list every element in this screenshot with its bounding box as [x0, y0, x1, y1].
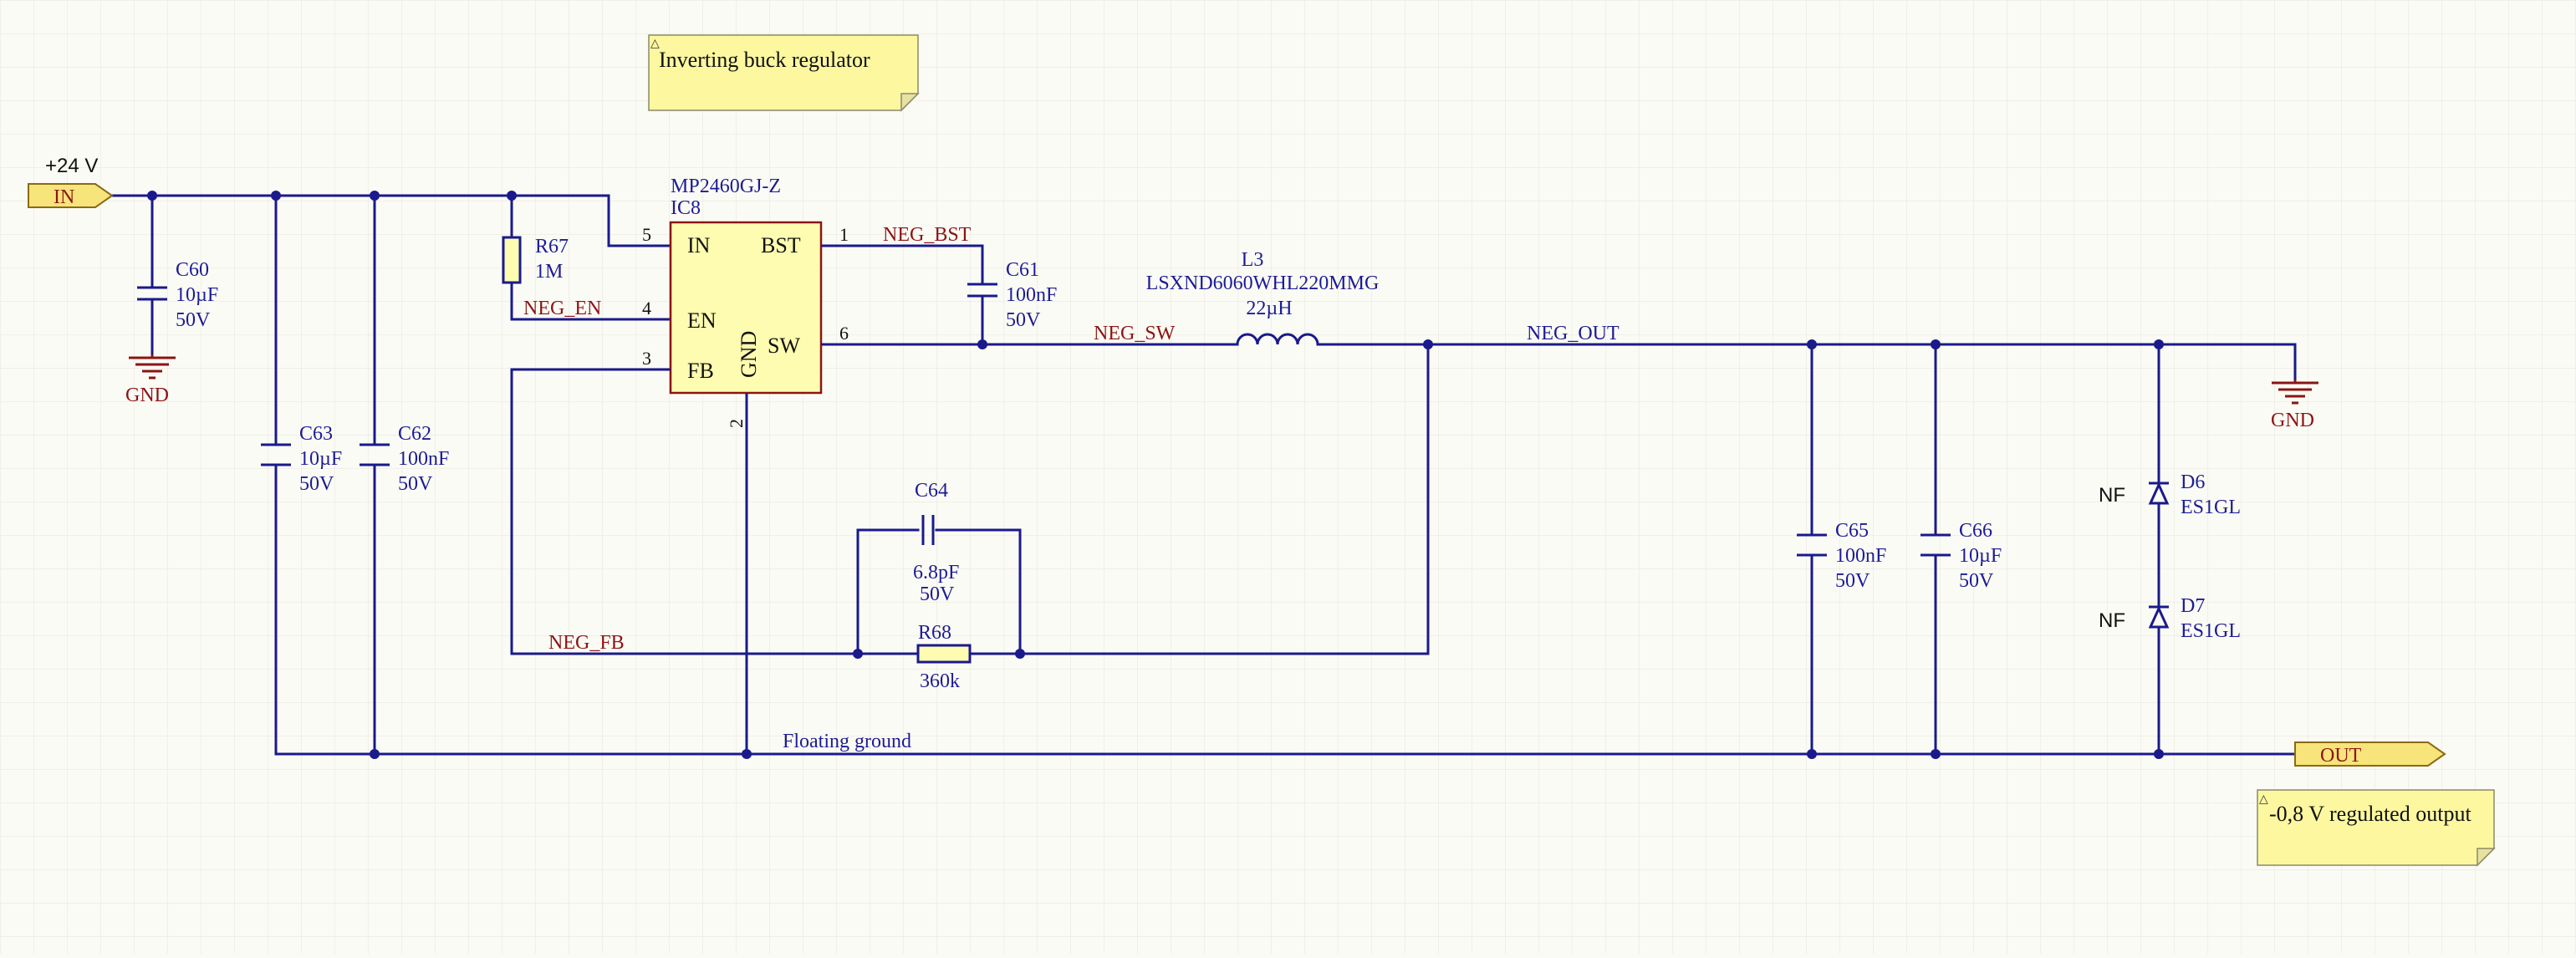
c66-value: 10µF [1959, 545, 2002, 567]
note-title-text: Inverting buck regulator [659, 48, 870, 72]
c64-ref: C64 [915, 480, 948, 502]
capacitor-c65[interactable]: C65 100nF 50V [1797, 520, 1886, 592]
wires [110, 194, 2297, 756]
ic-pin-bst-num: 1 [839, 224, 849, 245]
c61-value: 100nF [1006, 284, 1057, 306]
net-neg-bst: NEG_BST [883, 224, 972, 246]
ic-pin-fb-name: FB [687, 359, 714, 383]
ic-mp2460[interactable]: MP2460GJ-Z IC8 IN EN FB BST SW GND 5 4 3… [629, 176, 870, 435]
gnd-symbol-left[interactable]: GND [125, 354, 176, 406]
ic-pin-sw-num: 6 [839, 323, 849, 344]
diode-d6[interactable]: NF D6 ES1GL [2099, 471, 2241, 518]
d7-ref: D7 [2181, 595, 2205, 617]
gnd-symbol-right[interactable]: GND [2271, 380, 2318, 431]
l3-value: 22µH [1246, 298, 1292, 319]
l3-ref: L3 [1242, 249, 1264, 271]
r67-value: 1M [535, 261, 563, 283]
wire-fb-left [510, 368, 920, 655]
c63-rating: 50V [299, 473, 334, 495]
net-neg-fb: NEG_FB [548, 632, 625, 654]
ic-pin-in-name: IN [687, 233, 711, 257]
c65-rating: 50V [1835, 570, 1870, 592]
c60-value: 10µF [176, 284, 218, 306]
d6-part: ES1GL [2181, 497, 2241, 518]
diode-d7[interactable]: NF D7 ES1GL [2099, 595, 2241, 642]
ic-pin-in-num: 5 [642, 224, 651, 245]
net-neg-out: NEG_OUT [1527, 323, 1620, 344]
net-labels: NEG_BST NEG_EN NEG_SW NEG_OUT NEG_FB Flo… [523, 224, 1620, 752]
net-floating-ground: Floating ground [783, 731, 911, 752]
wire-bst [819, 244, 984, 286]
c60-ref: C60 [176, 259, 209, 281]
note-title[interactable]: △ Inverting buck regulator [648, 34, 920, 112]
net-neg-en: NEG_EN [523, 298, 601, 319]
d7-part: ES1GL [2181, 620, 2241, 642]
resistor-r68[interactable]: R68 360k [916, 622, 1022, 692]
note-output[interactable]: △ -0,8 V regulated output [2257, 789, 2496, 867]
d6-nf: NF [2099, 484, 2125, 507]
wire-vin-rail [110, 194, 672, 247]
ic-designator: IC8 [671, 197, 701, 219]
ic-body [669, 221, 823, 395]
capacitor-c62[interactable]: C62 100nF 50V [360, 423, 449, 495]
c63-ref: C63 [299, 423, 333, 445]
port-out[interactable]: OUT [2294, 741, 2446, 767]
ic-pin-fb-num: 3 [642, 348, 651, 369]
note-corner-icon: △ [2259, 793, 2268, 806]
ic-pin-gnd-name: GND [737, 331, 761, 378]
l3-part: LSXND6060WHL220MMG [1146, 273, 1380, 294]
c66-ref: C66 [1959, 520, 1992, 542]
wire-c64-right [935, 528, 1022, 655]
capacitor-c60[interactable]: C60 10µF 50V [137, 259, 218, 331]
c64-rating: 50V [920, 583, 955, 605]
resistor-r67[interactable]: R67 1M [502, 236, 569, 284]
wire-c64-left [856, 528, 920, 655]
ic-pin-en-num: 4 [642, 298, 651, 318]
ic-pin-bst-name: BST [761, 233, 801, 257]
capacitor-c61[interactable]: C61 100nF 50V [967, 259, 1057, 331]
c61-rating: 50V [1006, 309, 1041, 331]
inductor-l3[interactable]: L3 LSXND6060WHL220MMG 22µH [1146, 249, 1380, 345]
c63-value: 10µF [299, 448, 342, 470]
d6-ref: D6 [2181, 471, 2205, 493]
gnd-left-label: GND [125, 385, 169, 406]
note-output-text: -0,8 V regulated output [2269, 802, 2471, 826]
r67-ref: R67 [535, 236, 569, 257]
net-neg-sw: NEG_SW [1094, 323, 1176, 344]
wire-en [510, 281, 672, 321]
c62-value: 100nF [398, 448, 449, 470]
c62-rating: 50V [398, 473, 433, 495]
c60-rating: 50V [176, 309, 211, 331]
note-corner-icon: △ [650, 38, 660, 50]
r68-value: 360k [920, 670, 960, 692]
port-in-voltage: +24 V [45, 155, 98, 177]
c61-ref: C61 [1006, 259, 1039, 281]
port-out-label: OUT [2320, 745, 2362, 767]
capacitor-c63[interactable]: C63 10µF 50V [261, 423, 342, 495]
gnd-right-label: GND [2271, 410, 2314, 431]
ic-pin-sw-name: SW [768, 334, 800, 358]
wire-fb-right [1018, 343, 1430, 655]
r68-ref: R68 [918, 622, 951, 644]
port-in[interactable]: IN [28, 183, 114, 208]
c64-value: 6.8pF [913, 562, 959, 583]
d7-nf: NF [2099, 609, 2125, 632]
ic-pin-gnd-num: 2 [726, 419, 747, 428]
c62-ref: C62 [398, 423, 431, 445]
port-in-label: IN [54, 186, 74, 208]
capacitor-c66[interactable]: C66 10µF 50V [1921, 520, 2002, 592]
ic-pin-en-name: EN [687, 308, 717, 333]
c65-ref: C65 [1835, 520, 1869, 542]
c65-value: 100nF [1835, 545, 1886, 567]
ic-part-number: MP2460GJ-Z [671, 176, 781, 197]
junctions [147, 191, 2164, 759]
capacitor-c64[interactable]: C64 6.8pF 50V [913, 480, 959, 605]
c66-rating: 50V [1959, 570, 1994, 592]
